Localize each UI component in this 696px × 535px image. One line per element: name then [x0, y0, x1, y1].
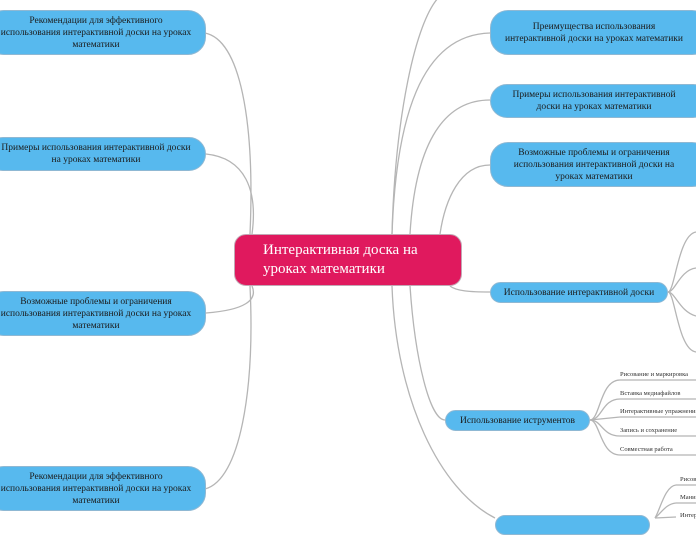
connector-tools-1 — [589, 379, 621, 421]
connector-sub-c — [667, 291, 696, 317]
connector-br-1 — [654, 484, 677, 519]
central-topic[interactable]: Интерактивная доска на уроках математики — [234, 234, 462, 286]
connector-right-3 — [439, 164, 491, 235]
connector-tools-3 — [589, 416, 621, 421]
topic-right-bottom-partial[interactable] — [495, 515, 650, 535]
connector-sub-a — [667, 231, 696, 293]
topic-left-examples[interactable]: Примеры использования интерактивной доск… — [0, 137, 206, 171]
topic-left-recommendations-bottom[interactable]: Рекомендации для эффективного использова… — [0, 466, 206, 511]
subtopic-collaboration[interactable]: Совместная работа — [620, 446, 673, 453]
topic-label: Рекомендации для эффективного использова… — [0, 471, 192, 506]
connector-right-6 — [391, 285, 496, 519]
connector-tools-5 — [589, 419, 621, 456]
topic-right-board-usage[interactable]: Использование интерактивной доски — [490, 282, 668, 303]
subtopic-br-2[interactable]: Манипуляции — [680, 494, 696, 501]
connector-right-1 — [391, 32, 491, 235]
connector-br-3 — [654, 516, 677, 519]
topic-label: Использование иструментов — [459, 415, 576, 426]
topic-left-problems[interactable]: Возможные проблемы и ограничения использ… — [0, 291, 206, 336]
topic-label: Возможные проблемы и ограничения использ… — [513, 147, 675, 182]
subtopic-br-1[interactable]: Рисование — [680, 476, 696, 483]
connector-sub-b — [667, 267, 696, 293]
topic-label: Рекомендации для эффективного использова… — [0, 15, 192, 50]
topic-label: Возможные проблемы и ограничения использ… — [0, 296, 192, 331]
topic-right-tools-usage[interactable]: Использование иструментов — [445, 410, 590, 431]
topic-label: Примеры использования интерактивной доск… — [512, 90, 676, 112]
topic-right-examples[interactable]: Примеры использования интерактивной доск… — [490, 84, 696, 118]
subtopic-drawing-marking[interactable]: Рисование и маркировка — [620, 371, 689, 378]
connector-right-2 — [409, 99, 491, 235]
connector-sub-d — [667, 291, 696, 353]
subtopic-media-insert[interactable]: Вставка медиафайлов — [620, 390, 681, 397]
topic-label: Использование интерактивной доски — [503, 287, 655, 298]
connector-top-trunk — [391, 0, 438, 235]
subtopic-br-3[interactable]: Интерактив — [680, 512, 696, 519]
connector-left-3 — [205, 285, 254, 314]
connector-right-5 — [409, 285, 446, 421]
connector-left-4 — [204, 285, 252, 490]
topic-right-advantages[interactable]: Преимущества использования интерактивной… — [490, 10, 696, 55]
connector-br-2 — [654, 502, 677, 519]
subtopic-interactive-exercises[interactable]: Интерактивные упражнения — [620, 408, 696, 415]
connector-left-1 — [204, 32, 252, 235]
connector-lines — [204, 0, 696, 519]
connector-right-4 — [449, 285, 491, 293]
topic-left-recommendations-top[interactable]: Рекомендации для эффективного использова… — [0, 10, 206, 55]
central-topic-label: Интерактивная доска на уроках математики — [263, 242, 418, 277]
connector-left-2 — [205, 153, 254, 235]
topic-label: Преимущества использования интерактивной… — [505, 21, 683, 44]
topic-label: Примеры использования интерактивной доск… — [1, 143, 191, 165]
subtopic-record-save[interactable]: Запись и сохранение — [620, 427, 678, 434]
topic-right-problems[interactable]: Возможные проблемы и ограничения использ… — [490, 142, 696, 187]
